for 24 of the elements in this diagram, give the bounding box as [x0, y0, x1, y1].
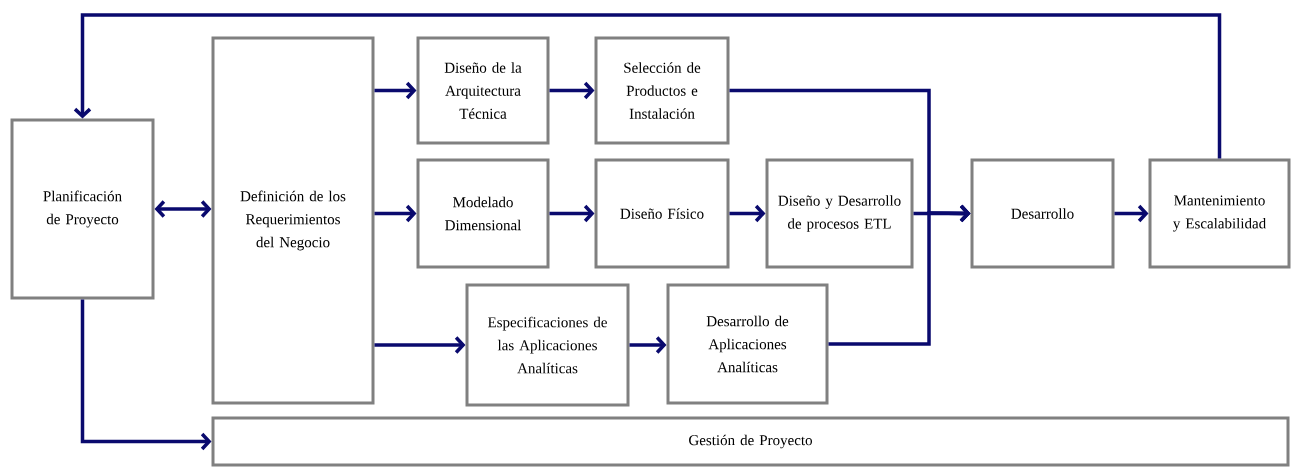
- arrow: [1114, 204, 1149, 223]
- process-box: Definición de los Requerimientos del Negocio: [211, 36, 375, 405]
- process-box: Diseño y Desarrollo de procesos ETL: [765, 158, 914, 269]
- arrow: [629, 336, 667, 354]
- arrow: [549, 204, 595, 223]
- process-box: Diseño de la Arquitectura Técnica: [416, 36, 550, 145]
- process-box: Desarrollo de Aplicaciones Analíticas: [666, 283, 829, 405]
- arrow: [549, 81, 595, 100]
- arrow: [374, 81, 417, 100]
- process-box: Desarrollo: [970, 158, 1115, 269]
- process-box: Modelado Dimensional: [416, 158, 550, 269]
- process-box: Gestión de Proyecto: [211, 416, 1290, 467]
- process-box: Planificación de Proyecto: [10, 118, 155, 300]
- process-box: Mantenimiento y Escalabilidad: [1148, 158, 1291, 269]
- arrow: [154, 200, 212, 218]
- arrow: [374, 336, 466, 354]
- arrow: [828, 204, 971, 346]
- process-box: Selección de Productos e Instalación: [594, 36, 730, 145]
- process-box: Diseño Físico: [594, 158, 730, 269]
- arrow: [80, 299, 212, 451]
- process-box: Especificaciones de las Aplicaciones Analíticas: [465, 283, 630, 407]
- arrow: [73, 13, 1222, 159]
- arrow: [729, 204, 766, 223]
- arrow: [374, 204, 417, 223]
